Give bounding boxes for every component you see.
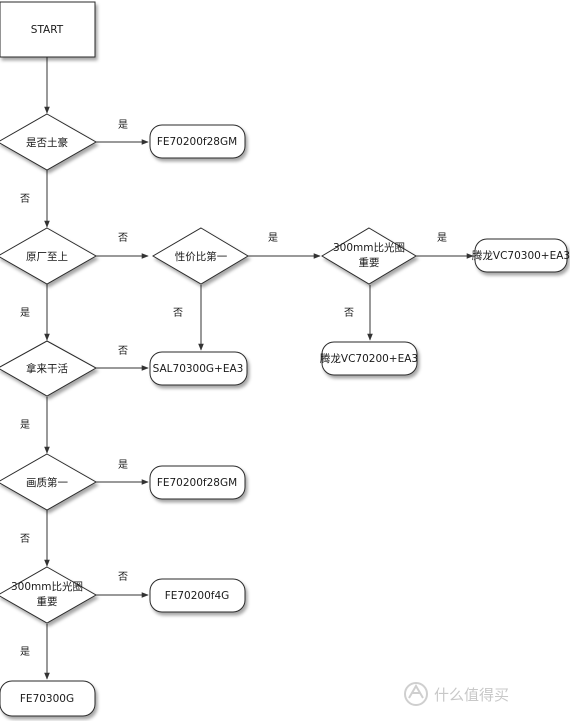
- decision-for-work-label: 拿来干活: [26, 362, 68, 375]
- decision-300mm-left-label-1: 300mm比光圈: [11, 580, 83, 593]
- edge-label-q5-q6: 是: [20, 419, 30, 431]
- decision-value-first: 性价比第一: [152, 227, 249, 285]
- zhide-logo-icon: [404, 682, 428, 706]
- edge-label-q3-q4: 是: [268, 232, 278, 244]
- result-tamron-vc70200: 腾龙VC70200+EA3: [320, 341, 418, 376]
- decision-value-first-label: 性价比第一: [175, 250, 228, 263]
- decision-300mm-right-label-2: 重要: [359, 256, 380, 269]
- decision-quality-first-label: 画质第一: [26, 476, 68, 489]
- result-fe70200f28gm-bottom: FE70200f28GM: [149, 465, 246, 500]
- edge-label-q4-r: 是: [437, 232, 447, 244]
- edge-label-q2-q3: 否: [118, 232, 128, 244]
- edge-label-q7-r: 否: [118, 571, 128, 583]
- edge-label-q1-q2: 否: [20, 193, 30, 205]
- result-fe70200f28gm-top: FE70200f28GM: [149, 124, 246, 159]
- edge-label-q3-down: 否: [173, 307, 183, 319]
- result-tamron-vc70300-label: 腾龙VC70300+EA3: [472, 249, 570, 262]
- edge-labels: 是 否 否 是 是 否 否 是 否 是 是 否 否 是: [20, 119, 447, 658]
- edge-label-q1-r1: 是: [118, 119, 128, 131]
- result-tamron-vc70200-label: 腾龙VC70200+EA3: [320, 352, 418, 365]
- decision-300mm-left-label-2: 重要: [37, 595, 58, 608]
- start-node-label: START: [31, 24, 64, 36]
- result-fe70200f4g-label: FE70200f4G: [165, 590, 230, 602]
- decision-300mm-left: 300mm比光圈 重要: [0, 566, 98, 624]
- result-fe70200f28gm-top-label: FE70200f28GM: [157, 136, 237, 148]
- decision-quality-first: 画质第一: [0, 453, 98, 511]
- edge-label-q6-r: 是: [118, 459, 128, 471]
- result-fe70200f4g: FE70200f4G: [149, 578, 246, 613]
- result-sal70300g: SAL70300G+EA3: [149, 351, 248, 386]
- watermark-text: 什么值得买: [434, 686, 509, 704]
- watermark: 什么值得买: [404, 682, 509, 706]
- edge-label-q7-r8: 是: [20, 646, 30, 658]
- result-fe70300g-label: FE70300G: [20, 693, 74, 705]
- decision-300mm-right: 300mm比光圈 重要: [321, 227, 417, 285]
- edge-label-q5-r: 否: [118, 345, 128, 357]
- decision-original-first-label: 原厂至上: [26, 251, 68, 263]
- decision-original-first: 原厂至上: [0, 227, 98, 285]
- edge-label-q4-down: 否: [344, 307, 354, 319]
- result-tamron-vc70300: 腾龙VC70300+EA3: [472, 238, 570, 273]
- edge-label-q6-q7: 否: [20, 533, 30, 545]
- decision-is-rich-label: 是否土豪: [26, 136, 68, 149]
- result-fe70300g: FE70300G: [0, 680, 96, 717]
- edges: [44, 57, 474, 680]
- result-fe70200f28gm-bottom-label: FE70200f28GM: [157, 477, 237, 489]
- decision-for-work: 拿来干活: [0, 340, 98, 397]
- result-sal70300g-label: SAL70300G+EA3: [153, 363, 244, 375]
- decision-is-rich: 是否土豪: [0, 113, 98, 171]
- start-node: START: [0, 1, 96, 58]
- decision-300mm-right-label-1: 300mm比光圈: [333, 241, 405, 254]
- edge-label-q2-q5: 是: [20, 307, 30, 319]
